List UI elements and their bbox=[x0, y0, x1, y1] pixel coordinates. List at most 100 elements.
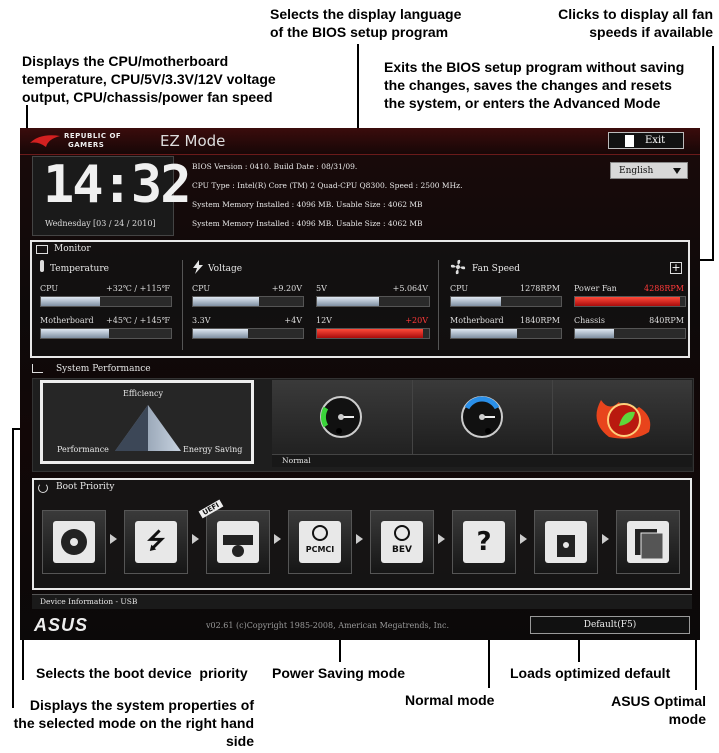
volt-33v-value: +4V bbox=[284, 316, 302, 325]
temp-mb-label: Motherboard bbox=[40, 316, 94, 325]
power-saving-gauge-icon bbox=[320, 396, 362, 438]
normal-mode-label-bar: Normal bbox=[272, 454, 692, 467]
performance-triangle-box[interactable]: Efficiency Performance Energy Saving bbox=[40, 380, 254, 464]
volt-5v-value: +5.064V bbox=[392, 284, 428, 293]
unknown-device-icon: ? bbox=[463, 521, 505, 563]
fan-cpu-label: CPU bbox=[450, 284, 469, 293]
mode-triangle-icon bbox=[115, 405, 181, 451]
fan-cpu-value: 1278RPM bbox=[520, 284, 560, 293]
boot-device-floppy[interactable] bbox=[616, 510, 680, 574]
power-icon bbox=[38, 483, 48, 493]
fan-power-value: 4288RPM bbox=[644, 284, 684, 293]
annotation-power-saving: Power Saving mode bbox=[272, 665, 406, 681]
leader-language-h bbox=[357, 44, 359, 46]
volt-cpu-label: CPU bbox=[192, 284, 211, 293]
volt-cpu-value: +9.20V bbox=[271, 284, 302, 293]
leader-sysprops bbox=[12, 428, 14, 708]
rog-eye-icon bbox=[30, 135, 60, 147]
clock-date: [03 / 24 / 2010] bbox=[93, 219, 156, 228]
leader-dot bbox=[336, 428, 342, 434]
bios-screen: REPUBLIC OF GAMERS EZ Mode Exit 14:32 We… bbox=[20, 128, 700, 640]
default-label: Default(F5) bbox=[583, 620, 637, 630]
boot-arrow-icon bbox=[520, 534, 527, 544]
temp-cpu-bar bbox=[40, 296, 172, 307]
device-info-bar: Device Information - USB bbox=[32, 594, 692, 609]
chevron-down-icon bbox=[673, 168, 681, 174]
monitor-panel: Monitor Temperature CPU +32℃ / +115℉ Mot… bbox=[30, 240, 690, 358]
annotation-normal: Normal mode bbox=[405, 692, 495, 708]
selected-mode-label: Normal bbox=[282, 456, 311, 465]
temp-mb-bar bbox=[40, 328, 172, 339]
normal-gauge-icon bbox=[461, 396, 503, 438]
globe-icon bbox=[394, 525, 410, 541]
boot-device-pcmci[interactable]: PCMCI bbox=[288, 510, 352, 574]
fan-power-label: Power Fan bbox=[574, 284, 617, 293]
volt-5v-bar bbox=[316, 296, 430, 307]
boot-device-unknown[interactable]: ? bbox=[452, 510, 516, 574]
bev-label: BEV bbox=[392, 545, 412, 555]
language-select[interactable]: English bbox=[610, 162, 688, 179]
performance-label: Performance bbox=[57, 445, 109, 454]
pcmci-label: PCMCI bbox=[305, 545, 335, 554]
thermometer-icon bbox=[40, 260, 44, 272]
energy-saving-label: Energy Saving bbox=[183, 445, 243, 454]
temp-cpu-value: +32℃ / +115℉ bbox=[106, 284, 170, 293]
boot-device-bev[interactable]: BEV bbox=[370, 510, 434, 574]
globe-icon bbox=[312, 525, 328, 541]
fan-chassis-bar bbox=[574, 328, 686, 339]
rog-logo: REPUBLIC OF GAMERS bbox=[28, 132, 148, 150]
boot-arrow-icon bbox=[356, 534, 363, 544]
header-bar bbox=[20, 128, 700, 155]
normal-mode-button[interactable] bbox=[413, 380, 553, 454]
network-icon bbox=[545, 521, 587, 563]
volt-12v-value: +20V bbox=[405, 316, 428, 325]
fan-cpu-bar bbox=[450, 296, 562, 307]
exit-button[interactable]: Exit bbox=[608, 132, 684, 149]
temp-mb-value: +45℃ / +145℉ bbox=[106, 316, 170, 325]
temp-cpu-label: CPU bbox=[40, 284, 59, 293]
monitor-divider-1 bbox=[182, 260, 183, 350]
leader-dot bbox=[485, 428, 491, 434]
boot-device-optical[interactable]: UEFI bbox=[198, 499, 270, 574]
language-value: English bbox=[619, 166, 654, 176]
fan-mb-label: Motherboard bbox=[450, 316, 504, 325]
usb-icon: ⭍ bbox=[135, 521, 177, 563]
asus-logo: ASUS bbox=[34, 615, 89, 635]
monitor-title: Monitor bbox=[54, 244, 91, 254]
volt-33v-bar bbox=[192, 328, 304, 339]
pcmci-icon: PCMCI bbox=[299, 521, 341, 563]
fan-title: Fan Speed bbox=[472, 264, 520, 274]
leader-language-v bbox=[357, 44, 359, 146]
boot-device-network[interactable] bbox=[534, 510, 598, 574]
memory-info-2: System Memory Installed : 4096 MB. Usabl… bbox=[192, 219, 423, 228]
leader-fans-h bbox=[686, 259, 714, 261]
power-saving-mode-button[interactable] bbox=[272, 380, 413, 464]
boot-device-hdd[interactable] bbox=[42, 510, 106, 574]
exit-label: Exit bbox=[645, 135, 666, 146]
boot-device-usb[interactable]: ⭍ bbox=[124, 510, 188, 574]
hdd-icon bbox=[53, 521, 95, 563]
leader-optimized bbox=[578, 638, 580, 662]
memory-info-1: System Memory Installed : 4096 MB. Usabl… bbox=[192, 200, 423, 209]
boot-arrow-icon bbox=[438, 534, 445, 544]
annotation-monitor: Displays the CPU/motherboard temperature… bbox=[22, 53, 276, 105]
annotation-fans: Clicks to display all fan speeds if avai… bbox=[558, 6, 713, 40]
optical-drive-icon bbox=[217, 521, 259, 563]
cpu-type: CPU Type : Intel(R) Core (TM) 2 Quad-CPU… bbox=[192, 181, 463, 190]
mode-title: EZ Mode bbox=[160, 132, 226, 150]
default-button[interactable]: Default(F5) bbox=[530, 616, 690, 634]
boot-arrow-icon bbox=[274, 534, 281, 544]
performance-icon bbox=[32, 364, 43, 373]
optimal-flame-gauge-icon bbox=[596, 400, 651, 439]
fan-icon bbox=[450, 259, 466, 275]
expand-fans-button[interactable]: + bbox=[670, 261, 682, 274]
clock-panel: 14:32 Wednesday [03 / 24 / 2010] bbox=[32, 155, 192, 236]
asus-optimal-mode-button[interactable] bbox=[553, 380, 692, 454]
fan-mb-bar bbox=[450, 328, 562, 339]
annotation-boot: Selects the boot device priority bbox=[36, 665, 248, 681]
leader-fans bbox=[712, 46, 714, 261]
copyright: v02.61 (c)Copyright 1985-2008, American … bbox=[206, 621, 450, 630]
boot-arrow-icon bbox=[602, 534, 609, 544]
temperature-title: Temperature bbox=[50, 264, 109, 274]
annotation-exit: Exits the BIOS setup program without sav… bbox=[384, 59, 685, 111]
